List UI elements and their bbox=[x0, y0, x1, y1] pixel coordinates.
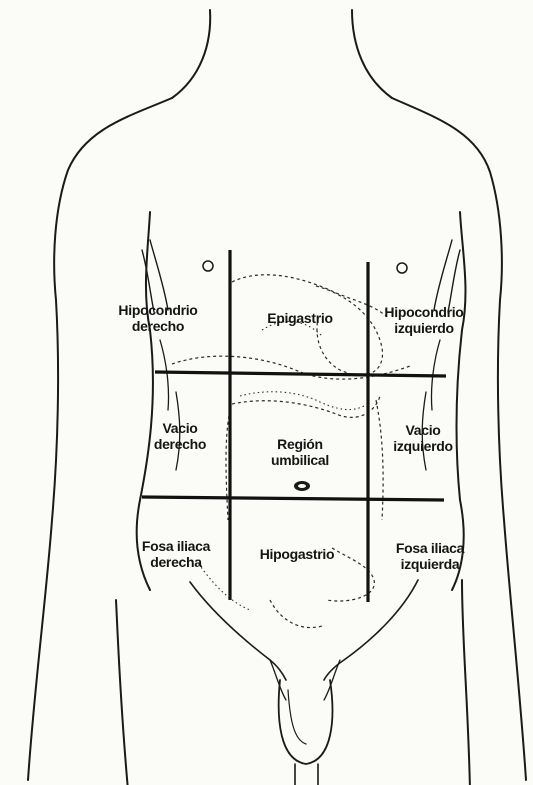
left-torso-outline bbox=[137, 212, 153, 590]
label-vacio-izquierdo: Vacio izquierdo bbox=[378, 422, 468, 454]
label-text: Hipogastrio bbox=[242, 546, 352, 562]
subcostal-line bbox=[155, 372, 446, 376]
right-nipple bbox=[203, 261, 213, 271]
label-text: Vacio bbox=[140, 420, 220, 436]
neck-left-outline bbox=[172, 10, 210, 98]
label-fosa-iliaca-derecha: Fosa iliaca derecha bbox=[126, 538, 226, 570]
label-text: izquierdo bbox=[368, 320, 480, 336]
legs-stub bbox=[295, 764, 318, 785]
descending-colon-outline bbox=[376, 400, 383, 520]
label-epigastrio: Epigastrio bbox=[250, 310, 350, 326]
left-inner-arm-outline bbox=[116, 600, 128, 785]
label-text: Epigastrio bbox=[250, 310, 350, 326]
bladder-outline bbox=[270, 600, 322, 628]
label-hipogastrio: Hipogastrio bbox=[242, 546, 352, 562]
label-text: derecho bbox=[140, 436, 220, 452]
genital-outline bbox=[279, 680, 333, 764]
label-text: derecho bbox=[108, 318, 208, 334]
right-pectoral-outline bbox=[434, 240, 460, 312]
label-text: Hipocondrio bbox=[368, 304, 480, 320]
right-inner-arm-outline bbox=[462, 580, 470, 785]
label-text: Región bbox=[258, 436, 342, 452]
label-region-umbilical: Región umbilical bbox=[258, 436, 342, 468]
label-text: derecha bbox=[126, 554, 226, 570]
small-intestine-outline bbox=[232, 396, 380, 417]
label-hipocondrio-izquierdo: Hipocondrio izquierdo bbox=[368, 304, 480, 336]
label-text: izquierdo bbox=[378, 438, 468, 454]
label-vacio-derecho: Vacio derecho bbox=[140, 420, 220, 452]
right-torso-outline bbox=[452, 212, 465, 590]
label-text: Fosa iliaca bbox=[378, 540, 482, 556]
label-text: izquierda bbox=[378, 556, 482, 572]
neck-right-outline bbox=[352, 10, 392, 98]
label-text: Fosa iliaca bbox=[126, 538, 226, 554]
intertubercular-line bbox=[142, 497, 444, 500]
label-text: umbilical bbox=[258, 452, 342, 468]
label-text: Vacio bbox=[378, 422, 468, 438]
label-hipocondrio-derecho: Hipocondrio derecho bbox=[108, 302, 208, 334]
left-nipple bbox=[397, 263, 407, 273]
label-fosa-iliaca-izquierda: Fosa iliaca izquierda bbox=[378, 540, 482, 572]
label-text: Hipocondrio bbox=[108, 302, 208, 318]
